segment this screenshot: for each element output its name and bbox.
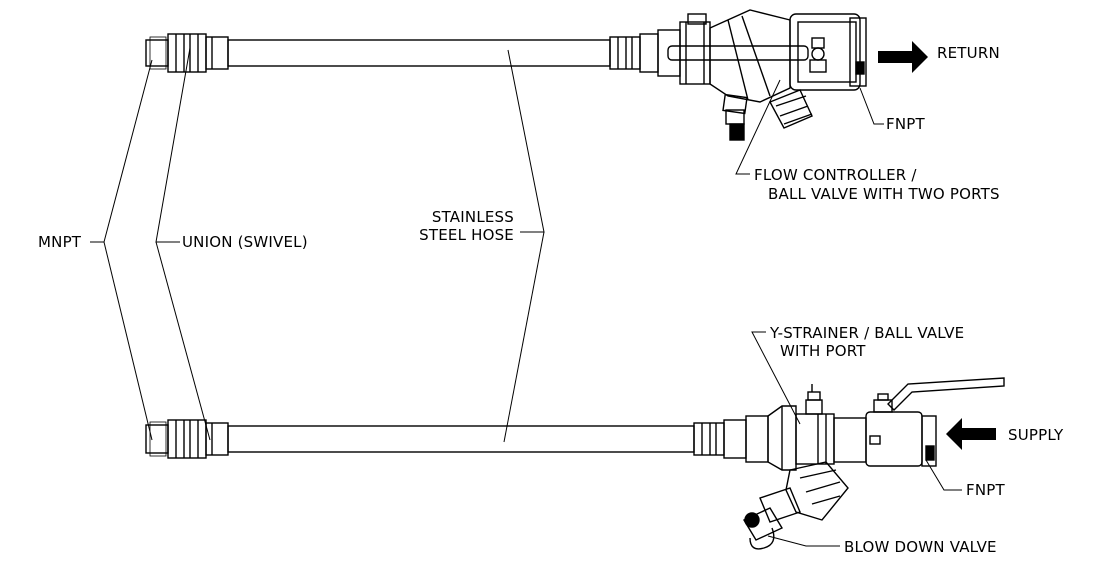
supply-arrow bbox=[946, 418, 996, 450]
flow-controller-label-line1: FLOW CONTROLLER / bbox=[754, 166, 917, 184]
flow-controller-label-line2: BALL VALVE WITH TWO PORTS bbox=[768, 185, 1000, 203]
stainless-hose-label-line1: STAINLESS bbox=[431, 208, 514, 226]
top-hose-assembly bbox=[145, 29, 681, 77]
bottom-union-swivel bbox=[167, 419, 207, 459]
union-leader-top bbox=[155, 47, 191, 243]
blow-down-leader bbox=[767, 535, 840, 547]
fnpt-top-label: FNPT bbox=[886, 115, 925, 133]
return-arrow bbox=[878, 41, 928, 73]
bottom-hose-assembly bbox=[145, 415, 769, 463]
y-strainer-valve bbox=[742, 377, 1005, 550]
return-label: RETURN bbox=[937, 44, 1000, 62]
hose-leader-bottom bbox=[503, 231, 545, 443]
flow-controller-leader bbox=[735, 79, 781, 175]
bottom-stainless-hose bbox=[227, 425, 695, 453]
flow-controller-handle bbox=[667, 45, 809, 61]
top-stainless-hose bbox=[227, 39, 611, 67]
fnpt-bottom-leader bbox=[925, 459, 962, 491]
top-port-dark bbox=[729, 123, 745, 141]
mnpt-label: MNPT bbox=[38, 233, 82, 251]
fnpt-bottom-label: FNPT bbox=[966, 481, 1005, 499]
union-leader-bottom bbox=[155, 241, 211, 441]
top-port-cap bbox=[687, 13, 707, 25]
mnpt-leader-bottom bbox=[103, 241, 153, 441]
strainer-handle bbox=[887, 377, 1005, 411]
y-strainer-label-line2: WITH PORT bbox=[780, 342, 866, 360]
hose-leader-top bbox=[507, 49, 545, 233]
y-strainer-label-line1: Y-STRAINER / BALL VALVE bbox=[770, 324, 965, 342]
top-ball-stem bbox=[811, 47, 825, 61]
union-swivel-label: UNION (SWIVEL) bbox=[182, 233, 308, 251]
strainer-port bbox=[805, 399, 823, 415]
y-strainer-leader bbox=[751, 331, 801, 425]
blow-down-valve-body bbox=[759, 487, 801, 523]
blow-down-valve-label: BLOW DOWN VALVE bbox=[844, 538, 997, 556]
mnpt-leader-top bbox=[90, 59, 153, 243]
top-mnpt-end bbox=[145, 39, 169, 67]
flow-controller-valve bbox=[667, 9, 867, 141]
fnpt-top-leader bbox=[859, 87, 884, 125]
stainless-hose-label-line2: STEEL HOSE bbox=[419, 226, 514, 244]
supply-label: SUPPLY bbox=[1008, 426, 1064, 444]
